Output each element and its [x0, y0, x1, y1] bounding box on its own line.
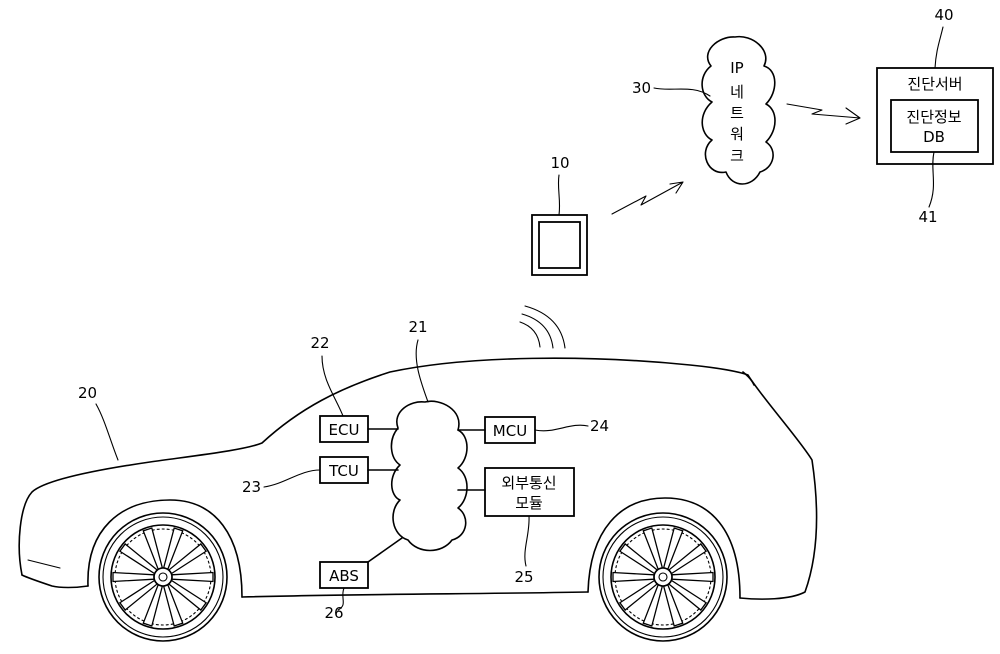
ext-module-label-line2: 모듈	[515, 494, 543, 512]
tcu-label: TCU	[328, 462, 359, 480]
abs-label: ABS	[329, 567, 359, 585]
leader-mcu	[535, 425, 588, 431]
vehicle-sill-line	[242, 592, 588, 597]
ref-ext-module: 25	[514, 568, 533, 586]
wheel-spoke	[172, 573, 213, 582]
wifi-signal-icon	[520, 306, 565, 348]
network-char-2: 네	[730, 83, 744, 101]
vehicle-network-cloud	[391, 401, 467, 550]
ref-mcu: 24	[590, 417, 609, 435]
ref-ecu: 22	[310, 334, 329, 352]
diagnostic-server: 진단서버 진단정보 DB	[877, 68, 993, 164]
front-wheel	[99, 513, 227, 641]
abs-connector	[368, 538, 402, 562]
network-char-4: 워	[730, 125, 744, 143]
ref-network: 30	[632, 79, 651, 97]
rear-wheel-spokes	[613, 528, 713, 626]
leader-ecu	[322, 356, 343, 416]
server-label: 진단서버	[907, 75, 962, 93]
ext-module-label-line1: 외부통신	[501, 474, 556, 492]
leader-network	[654, 88, 710, 96]
db-label-line2: DB	[923, 128, 945, 146]
wheel-spoke	[672, 573, 713, 582]
ref-db: 41	[918, 208, 937, 226]
rear-wheel	[599, 513, 727, 641]
network-char-5: 크	[730, 147, 744, 165]
leader-tcu	[264, 470, 320, 487]
ecu-label: ECU	[329, 421, 360, 439]
vehicle-front-bumper	[22, 575, 88, 588]
leader-terminal	[558, 175, 559, 215]
leader-server	[935, 27, 943, 68]
ref-bus: 21	[408, 318, 427, 336]
leader-bus	[416, 340, 428, 402]
vehicle-front-bumper-line	[28, 560, 60, 568]
wheel-spoke	[613, 573, 654, 582]
ref-server: 40	[934, 6, 953, 24]
ref-terminal: 10	[550, 154, 569, 172]
leader-ext-module	[525, 516, 529, 566]
vehicle-rear-spoiler	[743, 372, 754, 385]
wheel-spoke	[113, 573, 154, 582]
ref-tcu: 23	[242, 478, 261, 496]
wireless-link-server-icon	[787, 104, 860, 124]
ref-vehicle: 20	[78, 384, 97, 402]
network-char-3: 트	[730, 104, 744, 122]
leader-vehicle	[96, 404, 118, 460]
wireless-link-network-icon	[612, 182, 683, 214]
front-wheel-spokes	[113, 528, 213, 626]
diagnostic-terminal	[532, 215, 587, 275]
terminal-screen	[539, 222, 580, 268]
mcu-label: MCU	[493, 422, 527, 440]
network-char-1: IP	[730, 59, 743, 77]
db-label-line1: 진단정보	[906, 108, 961, 126]
ref-abs: 26	[324, 604, 343, 622]
